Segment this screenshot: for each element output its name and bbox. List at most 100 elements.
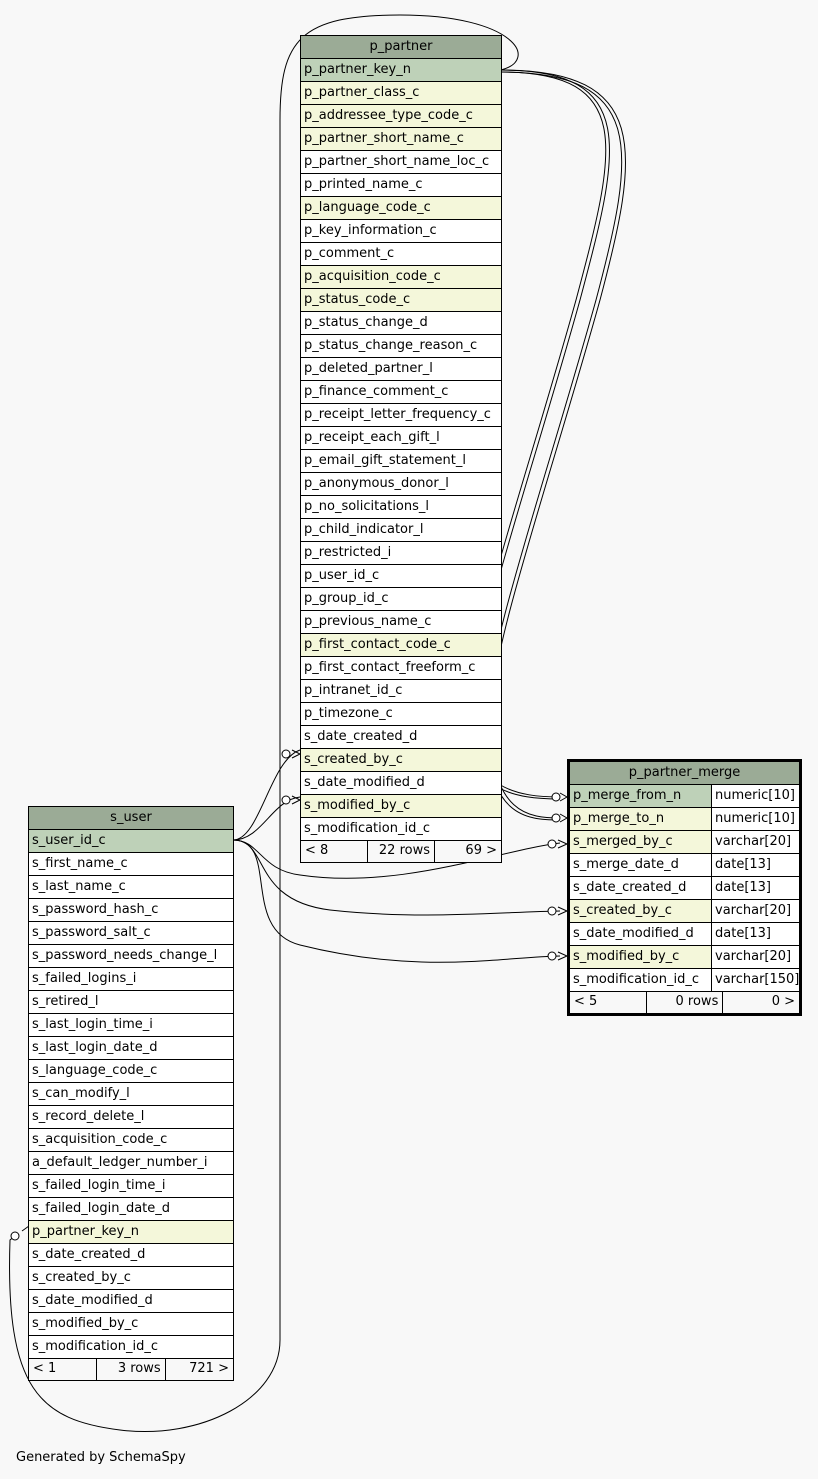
- column-row[interactable]: s_password_needs_change_l: [29, 945, 233, 968]
- column-row[interactable]: p_first_contact_code_c: [301, 634, 501, 657]
- column-row[interactable]: s_user_id_c: [29, 830, 233, 853]
- children-count[interactable]: 69 >: [434, 841, 501, 862]
- column-name: p_receipt_each_gift_l: [304, 430, 440, 445]
- column-row[interactable]: p_intranet_id_c: [301, 680, 501, 703]
- column-name: s_modified_by_c: [573, 949, 680, 964]
- rel-merged-by: [232, 839, 561, 879]
- column-row[interactable]: p_comment_c: [301, 243, 501, 266]
- column-row[interactable]: p_timezone_c: [301, 703, 501, 726]
- column-row[interactable]: s_date_modified_d: [301, 772, 501, 795]
- column-name: s_created_by_c: [573, 903, 672, 918]
- column-row[interactable]: p_email_gift_statement_l: [301, 450, 501, 473]
- column-row[interactable]: s_created_by_c: [29, 1267, 233, 1290]
- column-row[interactable]: p_no_solicitations_l: [301, 496, 501, 519]
- column-type: date[13]: [711, 877, 799, 899]
- column-name: s_date_created_d: [304, 729, 418, 744]
- column-row[interactable]: p_key_information_c: [301, 220, 501, 243]
- table-header[interactable]: p_partner: [301, 36, 501, 59]
- column-row[interactable]: s_last_login_time_i: [29, 1014, 233, 1037]
- column-row[interactable]: s_record_delete_l: [29, 1106, 233, 1129]
- column-row[interactable]: p_receipt_each_gift_l: [301, 427, 501, 450]
- column-row[interactable]: p_partner_short_name_loc_c: [301, 151, 501, 174]
- column-row[interactable]: s_first_name_c: [29, 853, 233, 876]
- column-row[interactable]: s_modification_id_c: [301, 818, 501, 841]
- column-name: p_language_code_c: [304, 200, 431, 215]
- column-row[interactable]: s_modified_by_c: [29, 1313, 233, 1336]
- column-row[interactable]: s_retired_l: [29, 991, 233, 1014]
- column-row[interactable]: s_password_hash_c: [29, 899, 233, 922]
- parents-count[interactable]: < 8: [305, 843, 329, 858]
- parents-count[interactable]: < 5: [574, 994, 598, 1009]
- column-name: p_key_information_c: [304, 223, 437, 238]
- column-row[interactable]: p_restricted_i: [301, 542, 501, 565]
- parents-count[interactable]: < 1: [33, 1361, 57, 1376]
- column-row[interactable]: p_receipt_letter_frequency_c: [301, 404, 501, 427]
- column-row[interactable]: p_addressee_type_code_c: [301, 105, 501, 128]
- children-count[interactable]: 721 >: [164, 1359, 233, 1380]
- column-name: p_partner_short_name_c: [304, 131, 464, 146]
- column-row[interactable]: s_last_name_c: [29, 876, 233, 899]
- column-row[interactable]: p_partner_short_name_c: [301, 128, 501, 151]
- column-row[interactable]: p_partner_key_n: [301, 59, 501, 82]
- column-row[interactable]: p_finance_comment_c: [301, 381, 501, 404]
- column-name: p_finance_comment_c: [304, 384, 449, 399]
- column-row[interactable]: s_modification_id_c: [29, 1336, 233, 1359]
- column-name: s_record_delete_l: [32, 1109, 145, 1124]
- column-row[interactable]: s_can_modify_l: [29, 1083, 233, 1106]
- column-name: p_no_solicitations_l: [304, 499, 430, 514]
- column-row[interactable]: s_date_modified_d: [29, 1290, 233, 1313]
- column-row[interactable]: s_created_by_c: [301, 749, 501, 772]
- column-name: p_partner_class_c: [304, 85, 420, 100]
- column-name: p_first_contact_code_c: [304, 637, 451, 652]
- column-row[interactable]: s_last_login_date_d: [29, 1037, 233, 1060]
- column-name: s_language_code_c: [32, 1063, 158, 1078]
- column-row[interactable]: p_first_contact_freeform_c: [301, 657, 501, 680]
- column-row[interactable]: s_modified_by_c: [301, 795, 501, 818]
- column-row[interactable]: a_default_ledger_number_i: [29, 1152, 233, 1175]
- table-header[interactable]: s_user: [29, 807, 233, 830]
- row-count: 22 rows: [367, 841, 434, 862]
- column-row[interactable]: p_partner_key_n: [29, 1221, 233, 1244]
- column-row[interactable]: s_acquisition_code_c: [29, 1129, 233, 1152]
- column-name: p_previous_name_c: [304, 614, 432, 629]
- column-row[interactable]: s_date_created_d: [29, 1244, 233, 1267]
- column-row[interactable]: p_language_code_c: [301, 197, 501, 220]
- column-name: s_modified_by_c: [304, 798, 411, 813]
- children-count[interactable]: 0 >: [722, 992, 799, 1013]
- rel-merge-to: [489, 69, 626, 819]
- column-row[interactable]: p_group_id_c: [301, 588, 501, 611]
- column-row[interactable]: s_date_created_d: [301, 726, 501, 749]
- column-name: p_email_gift_statement_l: [304, 453, 466, 468]
- table-header[interactable]: p_partner_merge: [570, 762, 799, 785]
- column-row[interactable]: p_status_code_c: [301, 289, 501, 312]
- column-row[interactable]: s_language_code_c: [29, 1060, 233, 1083]
- column-row[interactable]: s_failed_logins_i: [29, 968, 233, 991]
- column-row[interactable]: p_printed_name_c: [301, 174, 501, 197]
- column-row[interactable]: p_user_id_c: [301, 565, 501, 588]
- column-row[interactable]: p_status_change_d: [301, 312, 501, 335]
- column-name: s_user_id_c: [32, 833, 106, 848]
- column-row[interactable]: p_previous_name_c: [301, 611, 501, 634]
- column-row[interactable]: p_deleted_partner_l: [301, 358, 501, 381]
- column-row[interactable]: s_failed_login_time_i: [29, 1175, 233, 1198]
- column-row[interactable]: s_password_salt_c: [29, 922, 233, 945]
- table-p-partner[interactable]: p_partner p_partner_key_n p_partner_class…: [300, 35, 502, 863]
- column-row[interactable]: s_failed_login_date_d: [29, 1198, 233, 1221]
- column-row[interactable]: p_acquisition_code_c: [301, 266, 501, 289]
- column-row[interactable]: p_child_indicator_l: [301, 519, 501, 542]
- generated-by-note: Generated by SchemaSpy: [16, 1450, 186, 1465]
- column-row[interactable]: p_anonymous_donor_l: [301, 473, 501, 496]
- column-row[interactable]: p_partner_class_c: [301, 82, 501, 105]
- column-row[interactable]: p_status_change_reason_c: [301, 335, 501, 358]
